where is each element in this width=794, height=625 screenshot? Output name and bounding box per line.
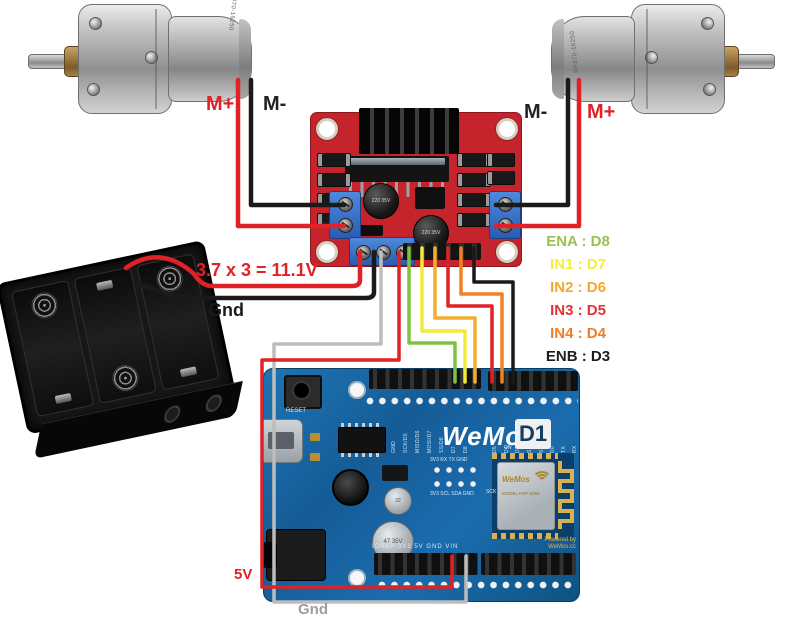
inductor: [332, 469, 369, 506]
smd-component: [415, 187, 445, 209]
mounting-hole: [496, 241, 518, 263]
screw-icon: [87, 83, 100, 96]
legend-in3: IN3 : D5: [550, 302, 606, 319]
wire-in3-d5: [446, 246, 494, 384]
capacitor-label: 22: [395, 498, 401, 504]
castellated-pads: [492, 453, 558, 459]
capacitor-label: 47 35V: [383, 539, 403, 545]
capacitor: 22: [384, 487, 412, 515]
debug-header-silk-1: 3V3 RX TX GND: [430, 457, 468, 463]
diode: [487, 153, 515, 167]
mounting-hole: [496, 118, 518, 140]
screw-icon: [89, 17, 102, 30]
debug-holes-row2: [432, 479, 480, 489]
dc-gear-motor-left: RF370-16250: [28, 0, 258, 116]
legend-in1: IN1 : D7: [550, 256, 606, 273]
legend-in2: IN2 : D6: [550, 279, 606, 296]
pin-mapping-legend: ENA : D8 IN1 : D7 IN2 : D6 IN3 : D5 IN4 …: [524, 230, 632, 368]
digital-header-right: [488, 371, 578, 391]
on-led-silk: ON: [504, 445, 512, 451]
wire-enb-d3: [472, 246, 515, 384]
label-wemos-gnd: Gnd: [298, 601, 328, 618]
motor-can: RF370-16250: [168, 0, 252, 102]
legend-in4: IN4 : D4: [550, 325, 606, 342]
mounting-hole: [316, 241, 338, 263]
debug-header-silk-2: 3V3 SCL SDA GND: [430, 491, 474, 497]
sck-silk: SCK: [486, 489, 497, 495]
capacitor-label: 220 35V: [421, 230, 441, 236]
wire-right-motor-mminus: [493, 77, 571, 208]
wemos-d1-board: SCL/D1 SDA/D2 GND SCK/D5 MISO/D6 MOSI/D7…: [261, 368, 580, 602]
label-battery-voltage: 3.7 x 3 = 11.1V: [196, 260, 318, 280]
wire-gnd-wemos: [272, 250, 468, 604]
wire-5v-wemos: [260, 250, 454, 589]
reset-silk: RESET: [286, 408, 307, 414]
label-left-motor-mminus: M-: [263, 93, 287, 115]
output-terminal-right: [489, 191, 521, 239]
output-terminal-left: [329, 191, 361, 239]
wire-in2-d6: [433, 246, 477, 384]
legend-ena: ENA : D8: [546, 233, 610, 250]
diode: [317, 153, 351, 167]
enable-jumper: [353, 225, 383, 236]
powered-by-text: Powered by WeMos.cc: [532, 537, 576, 551]
d1-badge: D1: [515, 419, 551, 449]
powered-by-line1: Powered by: [544, 537, 576, 543]
wire-in1-d7: [420, 246, 467, 384]
powered-by-line2: WeMos.cc: [548, 544, 576, 550]
wire-in4-d4: [459, 246, 504, 384]
wire-left-motor-mplus: [235, 77, 347, 229]
legend-enb: ENB : D3: [545, 348, 611, 365]
castellated-pads: [492, 533, 558, 539]
label-left-motor-mplus: M+: [206, 93, 235, 115]
diode: [487, 171, 515, 185]
usb-serial-chip: [338, 423, 386, 457]
wire-battery-positive: [123, 249, 363, 289]
mounting-hole: [316, 118, 338, 140]
mounting-hole: [348, 381, 366, 399]
esp-wemos-logo: WeMos: [502, 475, 530, 484]
diode: [317, 173, 351, 187]
electrolytic-capacitor: 220 35V: [363, 183, 399, 219]
heatsink: [359, 108, 459, 154]
analog-header: [481, 553, 576, 575]
label-battery-gnd: Gnd: [208, 300, 244, 320]
smd-component: [310, 453, 320, 461]
wifi-icon: [532, 469, 552, 485]
label-right-motor-mplus: M+: [587, 101, 616, 123]
reset-button[interactable]: [284, 375, 322, 409]
motor-endcap: [239, 19, 251, 99]
rf-shield: WeMos MODEL ESP-8266: [497, 462, 555, 530]
voltage-regulator: [382, 465, 408, 481]
wire-right-motor-mplus: [493, 77, 582, 229]
wire-left-motor-mminus: [248, 77, 347, 208]
debug-holes-row1: [432, 465, 480, 475]
wire-ena-d8: [407, 246, 457, 384]
digital-header-left: [369, 369, 481, 389]
wire-battery-ground: [134, 249, 377, 301]
capacitor-label: 220 35V: [371, 198, 391, 204]
smd-component: [310, 433, 320, 441]
power-pins-silk: IOREF 3V3 5V GND VIN: [372, 544, 459, 550]
pcb-antenna: [558, 461, 574, 529]
esp8266-module: WeMos MODEL ESP-8266: [492, 453, 574, 539]
motor-gearbox: [78, 4, 172, 114]
breakout-holes-top: [364, 395, 578, 407]
l298-chip: [345, 156, 449, 182]
label-right-motor-mminus: M-: [524, 101, 548, 123]
esp-model-text: MODEL ESP-8266: [502, 491, 540, 496]
label-wemos-5v: 5V: [234, 566, 253, 583]
